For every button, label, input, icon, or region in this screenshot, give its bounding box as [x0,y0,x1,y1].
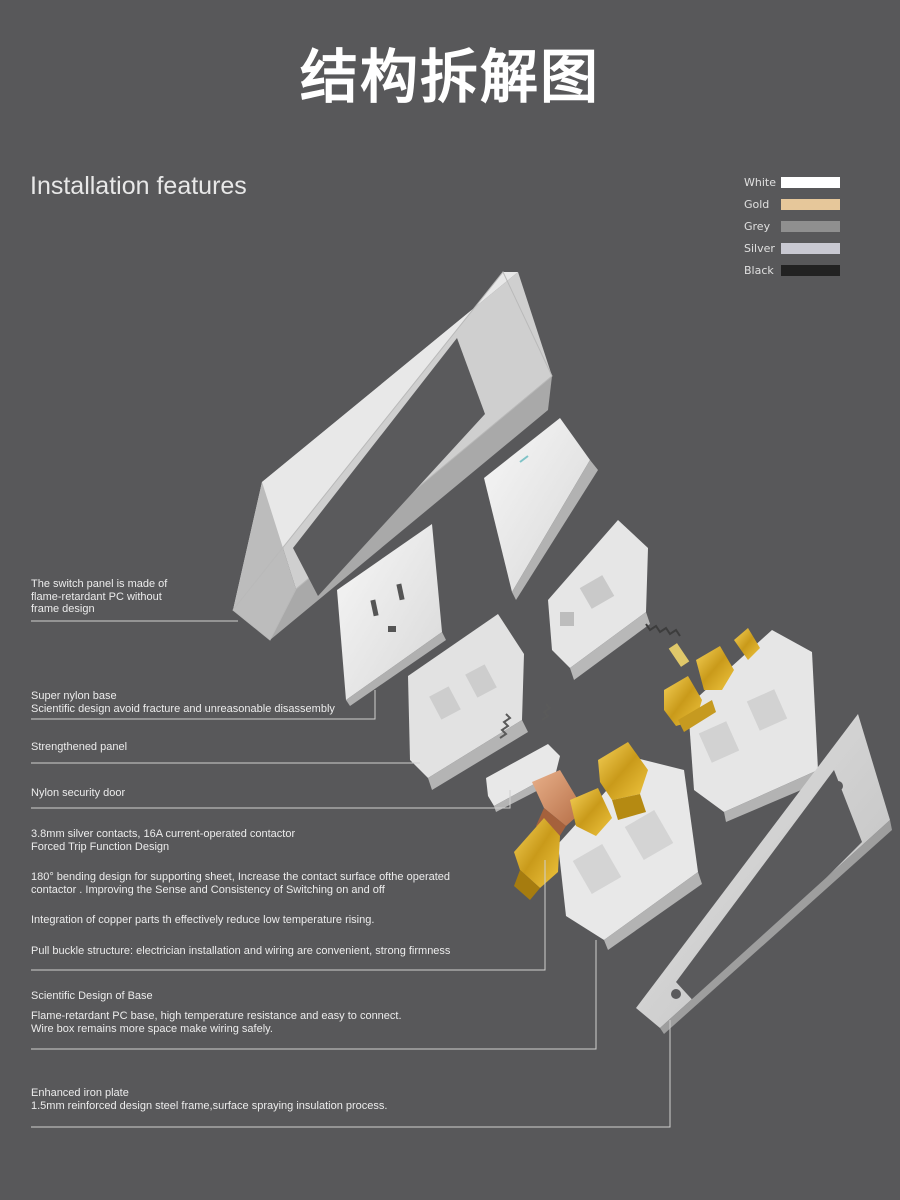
legend-label: Black [744,264,774,277]
callout-base-design: Scientific Design of Base [31,990,153,1002]
legend-label: White [744,176,776,189]
callout-silver-contacts: 3.8mm silver contacts, 16A current-opera… [31,828,296,853]
gold-contacts-switch [664,628,760,732]
color-legend: White Gold Grey Silver Black [744,176,844,286]
legend-item-silver: Silver [744,242,844,264]
gold-contacts-socket [514,742,648,900]
socket-face [337,524,446,706]
socket-base [408,614,528,790]
iron-plate [636,714,892,1034]
callout-iron-plate: Enhanced iron plate 1.5mm reinforced des… [31,1087,388,1112]
copper-contact [532,770,584,842]
legend-swatch [781,177,840,188]
section-title: Installation features [30,172,247,200]
legend-label: Grey [744,220,771,233]
page-title: 结构拆解图 [299,43,600,111]
legend-swatch [781,265,840,276]
callout-switch-panel: The switch panel is made of flame-retard… [31,578,168,615]
callout-bending-design: 180° bending design for supporting sheet… [31,871,451,896]
callout-copper-parts: Integration of copper parts th effective… [31,914,375,926]
socket-back-base [558,758,702,950]
legend-item-gold: Gold [744,198,844,220]
callout-nylon-base: Super nylon base Scientific design avoid… [31,690,335,715]
switch-back-base [688,630,820,822]
legend-item-white: White [744,176,844,198]
leader-lines [31,620,671,1128]
legend-swatch [781,243,840,254]
switch-mechanism [548,520,650,680]
legend-swatch [781,199,840,210]
switch-key [484,418,598,600]
legend-item-black: Black [744,264,844,286]
legend-label: Gold [744,198,770,211]
switch-spring [645,623,690,667]
legend-label: Silver [744,242,775,255]
callout-pc-base: Flame-retardant PC base, high temperatur… [31,1010,402,1035]
callout-strengthened-panel: Strengthened panel [31,741,128,753]
callout-security-door: Nylon security door [31,787,126,799]
frame-panel [232,271,553,641]
callout-pull-buckle: Pull buckle structure: electrician insta… [31,945,451,957]
legend-swatch [781,221,840,232]
legend-item-grey: Grey [744,220,844,242]
